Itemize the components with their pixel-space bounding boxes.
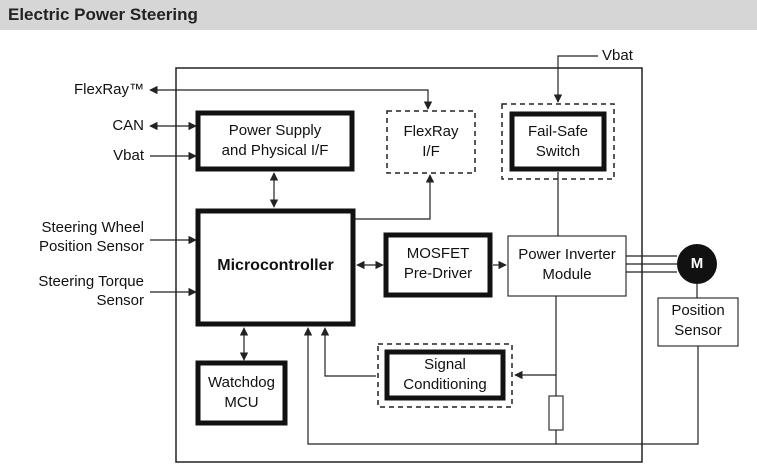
signal-mcu-line (320, 327, 376, 377)
motor-label: M (690, 255, 704, 272)
header-bar: Electric Power Steering (0, 0, 757, 30)
signal-conditioning-block (384, 349, 506, 401)
ecu-enclosure (175, 67, 643, 463)
flexray-bus-line (149, 85, 433, 110)
failsafe-label-1: Fail-Safe (527, 123, 589, 140)
failsafe-switch-block (509, 111, 607, 172)
steering-wheel-label-1: Steering Wheel (41, 219, 144, 236)
steering-torque-label-2: Sensor (96, 292, 144, 309)
power-inverter-block (507, 235, 627, 297)
watchdog-label-1: Watchdog (208, 374, 275, 391)
inverter-label-1: Power Inverter (518, 246, 616, 263)
power-supply-label-1: Power Supply (228, 122, 322, 139)
vbat-top-line (553, 55, 598, 103)
flexray-external-label: FlexRay™ (73, 81, 144, 98)
signal-label-1: Signal (424, 356, 466, 373)
inverter-label-2: Module (542, 266, 592, 283)
mosfet-label-2: Pre-Driver (403, 265, 473, 282)
microcontroller-block (195, 208, 356, 327)
watchdog-block (195, 360, 288, 426)
vbat-left-label: Vbat (113, 147, 144, 164)
position-sensor-block (657, 297, 739, 347)
microcontroller-label: Microcontroller (217, 257, 334, 274)
signal-label-2: Conditioning (403, 376, 487, 393)
steering-wheel-label-2: Position Sensor (38, 238, 144, 255)
shunt-resistor (548, 395, 564, 431)
flexray-if-label-1: FlexRay (403, 123, 459, 140)
vbat-top-label: Vbat (602, 47, 633, 64)
motor-circle (677, 244, 717, 284)
power-supply-block (195, 110, 355, 172)
flexray-if-block (386, 110, 476, 174)
can-label: CAN (112, 117, 144, 134)
position-feedback-line (303, 327, 699, 445)
position-sensor-label-2: Sensor (674, 322, 722, 339)
mcu-flexray-line (355, 174, 435, 220)
power-supply-label-2: and Physical I/F (221, 142, 329, 159)
watchdog-label-2: MCU (224, 394, 259, 411)
position-sensor-label-1: Position (671, 302, 725, 319)
page-title: Electric Power Steering (8, 5, 198, 24)
signal-outer-frame (377, 343, 513, 408)
steering-torque-label-1: Steering Torque (38, 273, 144, 290)
flexray-if-label-2: I/F (422, 143, 440, 160)
mosfet-label-1: MOSFET (406, 245, 470, 262)
mosfet-predriver-block (383, 232, 493, 298)
failsafe-label-2: Switch (535, 143, 581, 160)
